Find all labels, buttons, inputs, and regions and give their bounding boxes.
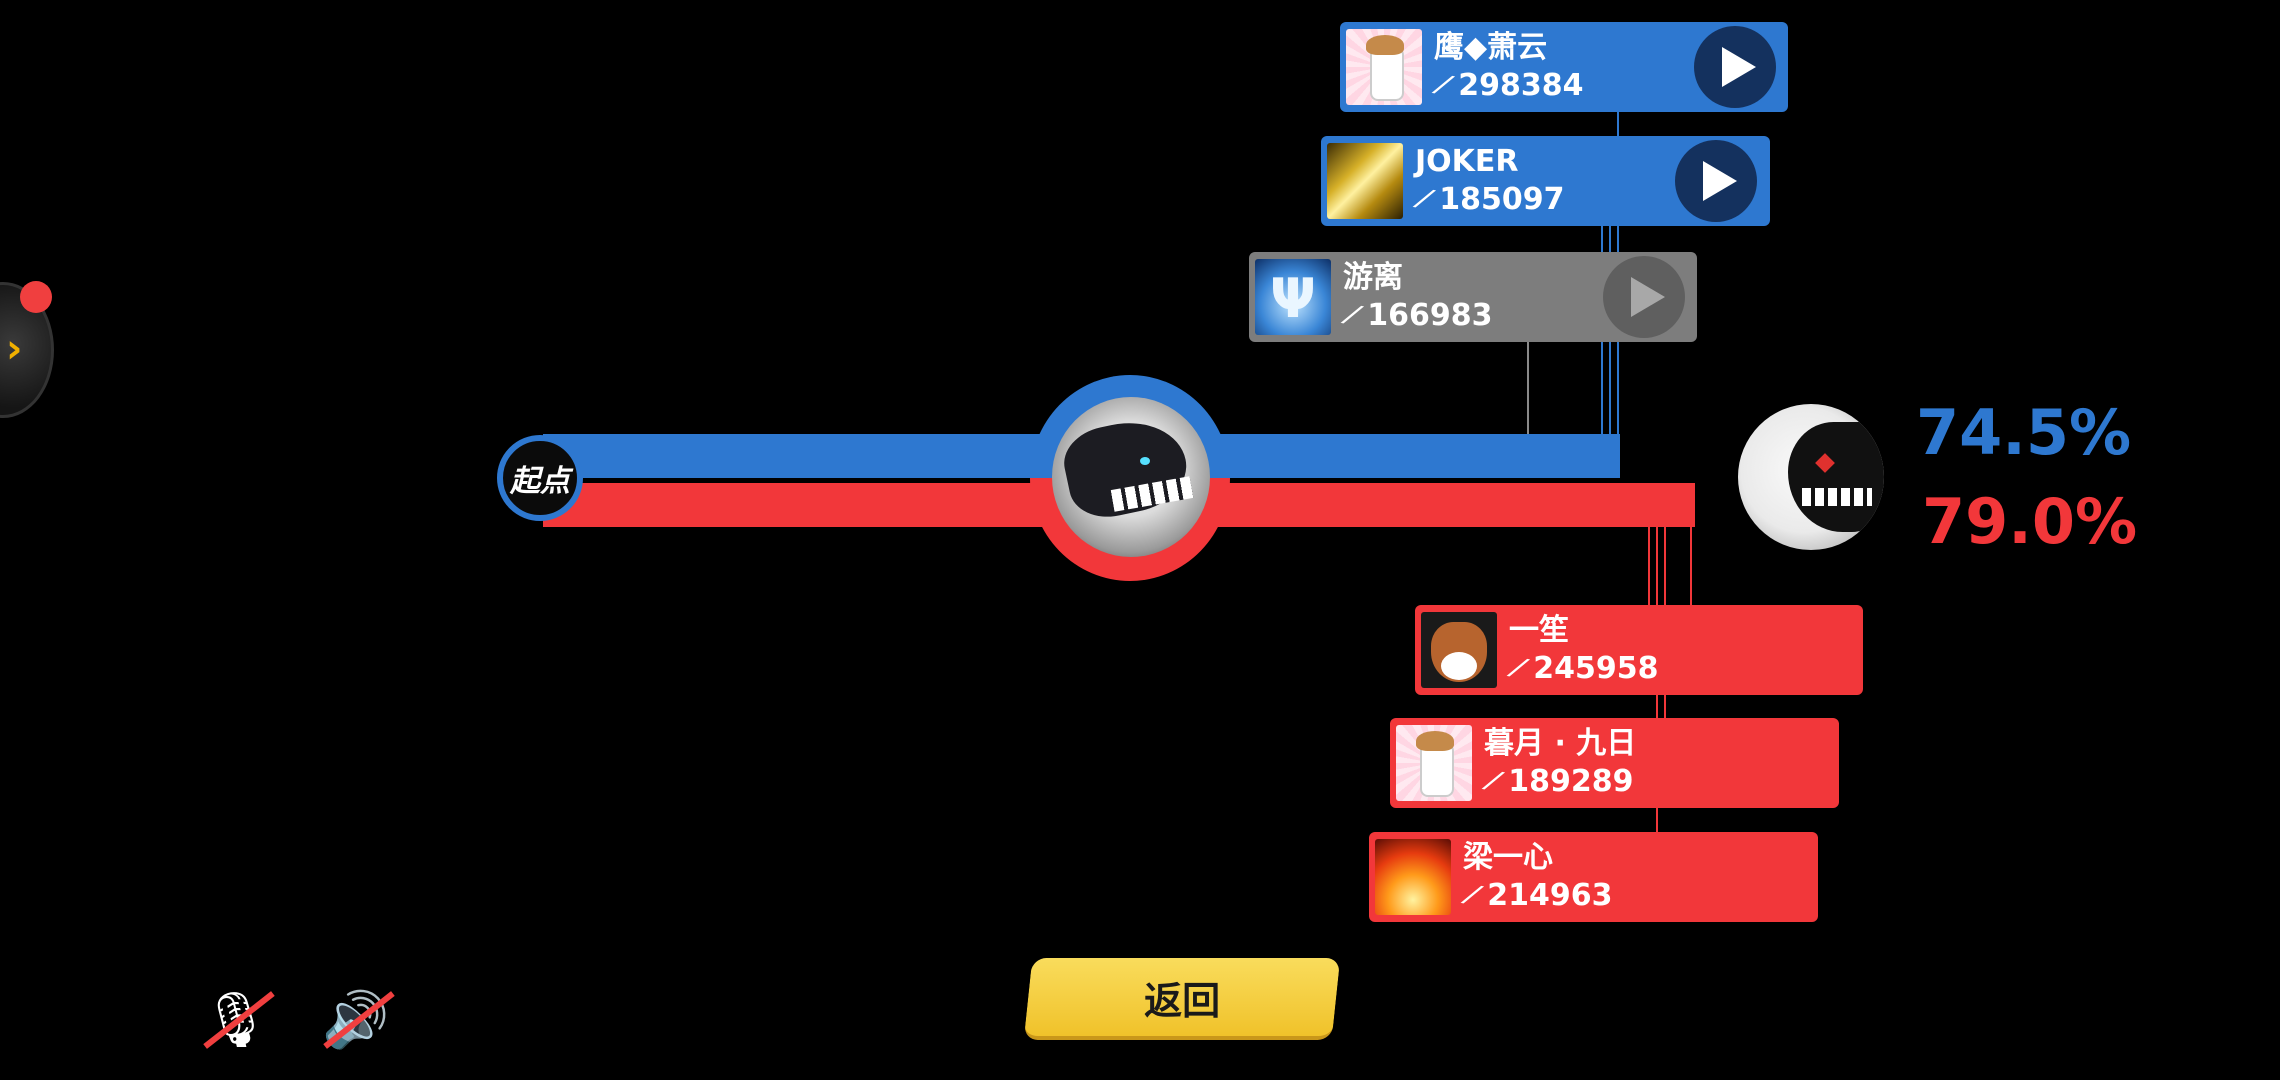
sword-icon: ⟋ [1481,765,1505,799]
player-name: 鹰◆萧云 [1434,30,1548,65]
blue-team-percent: 74.5% [1916,396,2132,469]
sword-icon: ⟋ [1506,652,1530,686]
player-card-red: 梁一心 ⟋214963 [1369,832,1818,922]
player-score: 166983 [1367,298,1493,333]
player-card-red: 一笙 ⟋245958 [1415,605,1863,695]
chevron-right-icon[interactable]: › [6,326,23,372]
back-button-label: 返回 [1144,978,1221,1023]
player-name: 一笙 [1509,613,1569,648]
player-card-gray: 游离 ⟋166983 [1249,252,1697,342]
boss-avatar [1738,404,1884,550]
player-name: JOKER [1415,144,1519,179]
player-name: 梁一心 [1463,840,1553,875]
replay-button[interactable] [1675,140,1757,222]
connector-line [1690,483,1692,608]
replay-button[interactable] [1694,26,1776,108]
gold-lightning-avatar [1327,143,1403,219]
replay-button-disabled [1603,256,1685,338]
start-label: 起点 [510,464,570,499]
speaker-muted-icon[interactable]: 🔊 [316,985,396,1055]
play-icon [1631,277,1665,317]
sword-icon: ⟋ [1431,69,1455,103]
sword-icon: ⟋ [1340,299,1364,333]
player-score: 245958 [1533,651,1659,686]
player-name: 游离 [1343,260,1403,295]
milk-bottle-avatar [1396,725,1472,801]
dragon-avatar [1052,397,1210,557]
play-icon [1703,161,1737,201]
fox-avatar [1421,612,1497,688]
player-card-blue: 鹰◆萧云 ⟋298384 [1340,22,1788,112]
sword-icon: ⟋ [1460,879,1484,913]
player-card-red: 暮月 · 九日 ⟋189289 [1390,718,1839,808]
milk-bottle-avatar [1346,29,1422,105]
connector-line [1527,340,1529,438]
player-name: 暮月 · 九日 [1484,726,1637,761]
connector-line [1648,483,1650,608]
player-score: 214963 [1487,878,1613,913]
connector-line [1664,483,1666,723]
player-score: 189289 [1508,764,1634,799]
mic-muted-icon[interactable]: 🎙 [196,985,276,1055]
notification-dot [20,281,52,313]
sword-icon: ⟋ [1412,183,1436,217]
play-icon [1722,47,1756,87]
player-card-blue: JOKER ⟋185097 [1321,136,1770,226]
trident-avatar [1255,259,1331,335]
player-score: 185097 [1439,182,1565,217]
player-score: 298384 [1458,68,1584,103]
back-button[interactable]: 返回 [1023,958,1341,1040]
flame-avatar [1375,839,1451,915]
red-team-percent: 79.0% [1922,485,2138,558]
start-node: 起点 [497,435,583,521]
